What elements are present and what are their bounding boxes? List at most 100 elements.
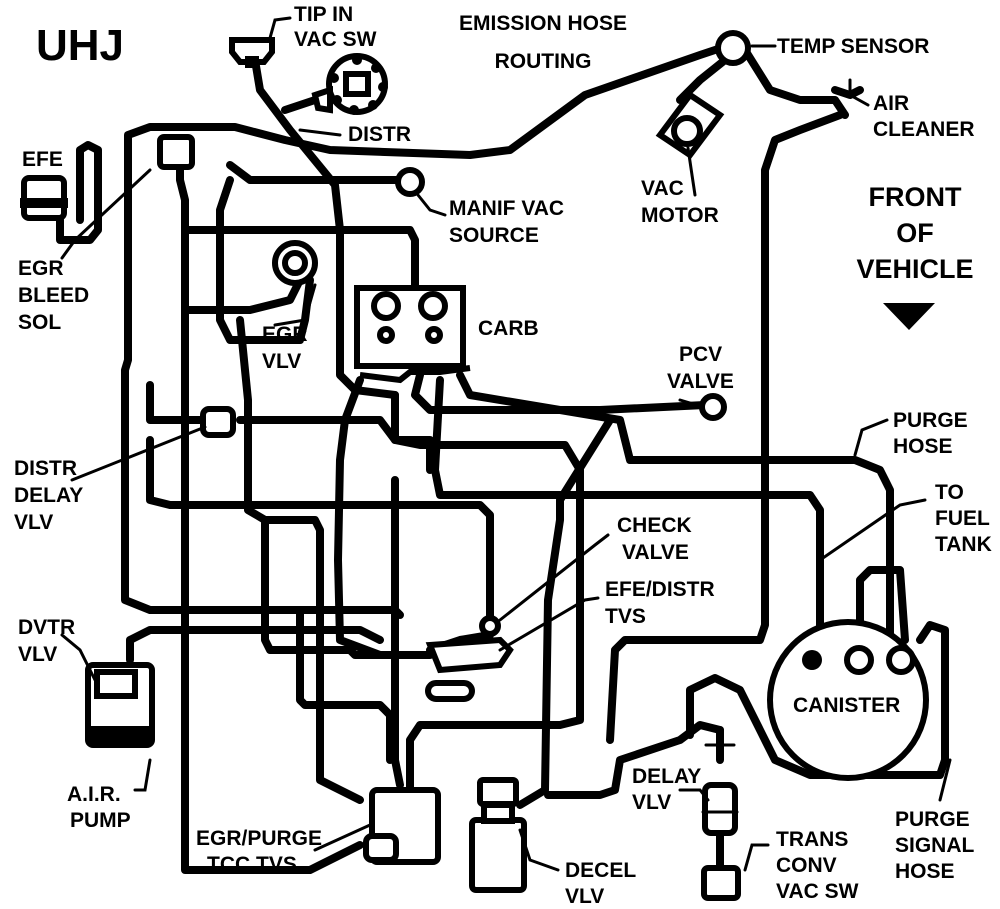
manif-vac-source (395, 167, 425, 197)
purge-hose-label-2: HOSE (893, 435, 953, 458)
decel-vlv-label-2: VLV (565, 885, 604, 908)
hose-dvtr (126, 626, 384, 664)
hose-carb-diagonal (391, 391, 584, 804)
trans-conv-vac-switch (701, 865, 741, 901)
air-cleaner-label-2: CLEANER (873, 118, 975, 141)
egr-bleed-label-2: BLEED (18, 284, 89, 307)
engine-code: UHJ (36, 21, 124, 70)
dvtr-valve (85, 662, 155, 748)
efe-label: EFE (22, 148, 63, 171)
distr-delay-label-2: DELAY (14, 484, 83, 507)
to-fuel-tank-label-1: TO (935, 481, 964, 504)
hose-canister-tank (856, 566, 909, 659)
hose-tvs-run (296, 606, 394, 764)
tip-in-vac-switch (229, 37, 275, 68)
front-line-2: OF (896, 218, 934, 248)
hose-tipin-distr (251, 56, 399, 399)
distributor-cap (311, 53, 388, 115)
efe-distr-tvs-label-1: EFE/DISTR (605, 578, 715, 601)
title-line-2: ROUTING (495, 50, 592, 73)
decel-valve (469, 777, 527, 893)
purge-hose-label-1: PURGE (893, 409, 968, 432)
egr-purge-tcc-label-2: TCC TVS (207, 853, 297, 876)
pcv-label-1: PCV (679, 343, 722, 366)
hose-decel-right (544, 721, 724, 799)
distr-label: DISTR (348, 123, 411, 146)
egr-bleed-solenoid (157, 134, 195, 170)
hose-temp-vac-motor (676, 56, 729, 104)
hose-carb-canister (431, 376, 824, 644)
front-line-1: FRONT (869, 182, 962, 212)
air-cleaner-label-1: AIR (873, 92, 909, 115)
hose-egr-to-carb (181, 276, 304, 314)
distr-delay-label-3: VLV (14, 511, 53, 534)
hose-carb-right (411, 371, 709, 414)
purge-signal-label-2: SIGNAL (895, 834, 975, 857)
vac-motor (655, 90, 725, 160)
check-valve-label-2: VALVE (622, 541, 689, 564)
vac-motor-label-2: MOTOR (641, 204, 719, 227)
pcv-valve (699, 393, 727, 421)
tip-in-label-1: TIP IN (294, 3, 353, 26)
manif-vac-label-2: SOURCE (449, 224, 539, 247)
hose-manif-run (181, 226, 419, 294)
distr-delay-label-1: DISTR (14, 457, 77, 480)
pcv-label-2: VALVE (667, 370, 734, 393)
purge-signal-label-1: PURGE (895, 808, 970, 831)
hose-temp-air-cleaner (741, 46, 849, 119)
delay-valve (701, 743, 739, 836)
distr-delay-valve (200, 406, 236, 438)
trans-conv-label-2: CONV (776, 854, 837, 877)
egr-vlv-label-1: EGR (262, 323, 308, 346)
temp-sensor (715, 30, 751, 66)
egr-vlv-label-2: VLV (262, 350, 301, 373)
hose-pcv-down (516, 416, 614, 809)
hose-egr-bleed (176, 146, 364, 874)
carburetor (354, 285, 471, 384)
canister (767, 619, 929, 781)
efe-distr-tvs (425, 636, 514, 702)
front-line-3: VEHICLE (856, 254, 973, 284)
egr-bleed-label-1: EGR (18, 257, 64, 280)
hose-efe-loop (56, 141, 102, 244)
hose-carb-purge (456, 371, 894, 644)
leader-lines (60, 16, 952, 872)
egr-purge-tcc-label-1: EGR/PURGE (196, 827, 322, 850)
efe-valve (20, 175, 68, 221)
decel-vlv-label-1: DECEL (565, 859, 636, 882)
trans-conv-label-1: TRANS (776, 828, 848, 851)
manif-vac-label-1: MANIF VAC (449, 197, 564, 220)
hose-long-horizontal (146, 436, 494, 624)
tip-in-label-2: VAC SW (294, 28, 377, 51)
hose-carb-down (391, 476, 404, 789)
check-valve (479, 615, 501, 637)
air-pump-label-2: PUMP (70, 809, 131, 832)
title-line-1: EMISSION HOSE (459, 12, 627, 35)
labels: UHJ EMISSION HOSE ROUTING FRONT OF VEHIC… (14, 3, 992, 908)
hose-right-vertical (761, 111, 844, 404)
egr-bleed-label-3: SOL (18, 311, 61, 334)
hose-purge-signal (686, 621, 949, 779)
trans-conv-label-3: VAC SW (776, 880, 859, 903)
to-fuel-tank-label-2: FUEL (935, 507, 990, 530)
delay-vlv-label-1: DELAY (632, 765, 701, 788)
purge-signal-label-3: HOSE (895, 860, 955, 883)
air-cleaner-snorkel (831, 86, 864, 99)
hose-top-main (124, 41, 734, 194)
egr-valve (272, 240, 318, 286)
to-fuel-tank-label-3: TANK (935, 533, 992, 556)
egr-purge-tcc-tvs (363, 787, 441, 865)
hose-lower-run (261, 516, 434, 659)
components (20, 30, 935, 901)
delay-vlv-label-2: VLV (632, 791, 671, 814)
hose-distr-delay-left (146, 381, 204, 424)
vac-motor-label-1: VAC (641, 177, 684, 200)
hose-middle-left (236, 316, 364, 804)
efe-distr-tvs-label-2: TVS (605, 605, 646, 628)
hose-manif-vac (226, 161, 414, 184)
hose-carb-center (334, 376, 384, 659)
carb-label: CARB (478, 317, 539, 340)
front-arrow-icon (883, 303, 935, 330)
hose-trans-loop (606, 396, 769, 744)
